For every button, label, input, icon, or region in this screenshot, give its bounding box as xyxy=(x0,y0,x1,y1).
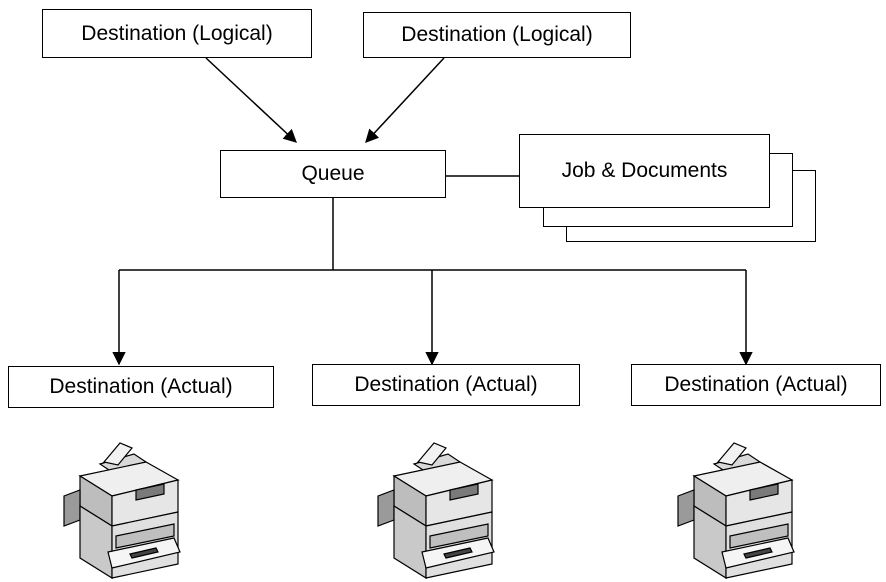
printer-icon xyxy=(377,442,495,580)
logical-destination-1: Destination (Logical) xyxy=(42,9,312,58)
logical-destination-2-label: Destination (Logical) xyxy=(401,23,593,46)
job-documents-label: Job & Documents xyxy=(561,159,728,182)
printer-icon xyxy=(63,442,181,580)
queue-label: Queue xyxy=(301,162,365,185)
logical-destination-2: Destination (Logical) xyxy=(363,12,631,58)
arrow-logical-1-to-queue xyxy=(205,57,297,143)
printer-icon xyxy=(677,442,795,580)
actual-destination-1-label: Destination (Actual) xyxy=(49,375,233,398)
actual-destination-1: Destination (Actual) xyxy=(8,366,274,408)
actual-destination-2-label: Destination (Actual) xyxy=(354,373,538,396)
actual-destination-3: Destination (Actual) xyxy=(631,364,881,406)
actual-destination-2: Destination (Actual) xyxy=(312,364,580,406)
arrow-logical-2-to-queue xyxy=(365,57,445,143)
logical-destination-1-label: Destination (Logical) xyxy=(81,21,273,45)
actual-destination-3-label: Destination (Actual) xyxy=(664,373,848,396)
job-documents-box: Job & Documents xyxy=(519,134,770,208)
queue-box: Queue xyxy=(220,150,446,198)
